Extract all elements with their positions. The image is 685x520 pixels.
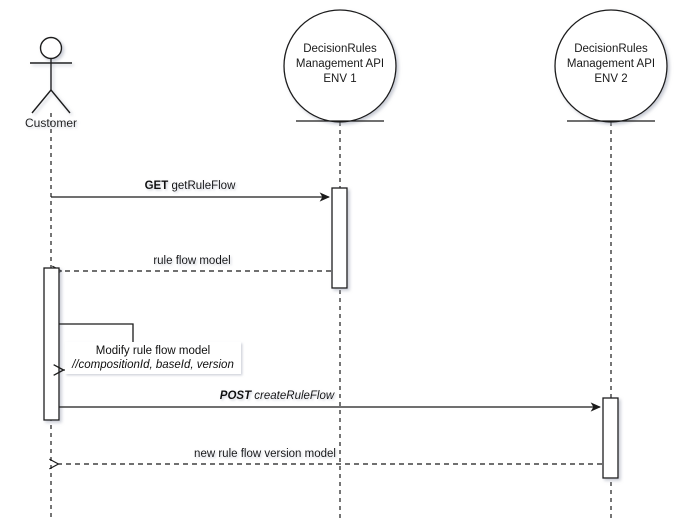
actor-leg-left-icon [31, 89, 52, 114]
participant-label-env1-line3: ENV 1 [323, 73, 356, 85]
message-3-self-modify-rule-flow-model[interactable]: Modify rule flow model //compositionId, … [59, 323, 241, 374]
participant-label-env2-line3: ENV 2 [594, 73, 627, 85]
message-1-verb: GET [145, 180, 169, 192]
message-1-get-getruleflow[interactable]: GET getRuleFlow [51, 180, 331, 202]
participant-env1[interactable]: DecisionRules Management API ENV 1 [283, 9, 397, 123]
participant-label-env1-line1: DecisionRules [303, 43, 377, 55]
message-4-name: createRuleFlow [254, 390, 335, 402]
activation-bar-customer [43, 267, 60, 421]
message-3-note-line1: Modify rule flow model [96, 345, 210, 357]
message-3-note-bg [65, 342, 241, 374]
message-4-label: POST createRuleFlow [220, 390, 335, 402]
participant-label-customer: Customer [25, 116, 77, 130]
message-1-label: GET getRuleFlow [145, 180, 236, 192]
activation-bar-env2 [602, 397, 619, 479]
participant-label-env2-line1: DecisionRules [574, 43, 648, 55]
message-2-label: rule flow model [153, 255, 230, 267]
participant-label-env2-line2: Management API [567, 58, 655, 70]
message-5-label: new rule flow version model [194, 448, 336, 460]
message-3-note-line2: //compositionId, baseId, version [71, 359, 234, 371]
actor-leg-right-icon [50, 89, 71, 114]
activation-bar-env1 [331, 187, 348, 289]
message-2-rule-flow-model[interactable]: rule flow model [61, 255, 331, 271]
participant-env2[interactable]: DecisionRules Management API ENV 2 [554, 9, 668, 123]
participant-customer[interactable] [30, 36, 72, 114]
message-3-note: Modify rule flow model //compositionId, … [65, 342, 241, 374]
message-1-name: getRuleFlow [171, 180, 236, 192]
actor-head-icon [39, 36, 63, 60]
boundary-circle-env2-icon [554, 9, 668, 123]
message-5-new-rule-flow-version-model[interactable]: new rule flow version model [58, 448, 602, 464]
message-4-post-createruleflow[interactable]: POST createRuleFlow [59, 390, 602, 412]
boundary-circle-env1-icon [283, 9, 397, 123]
participant-label-env1-line2: Management API [296, 58, 384, 70]
message-4-verb: POST [220, 390, 252, 402]
